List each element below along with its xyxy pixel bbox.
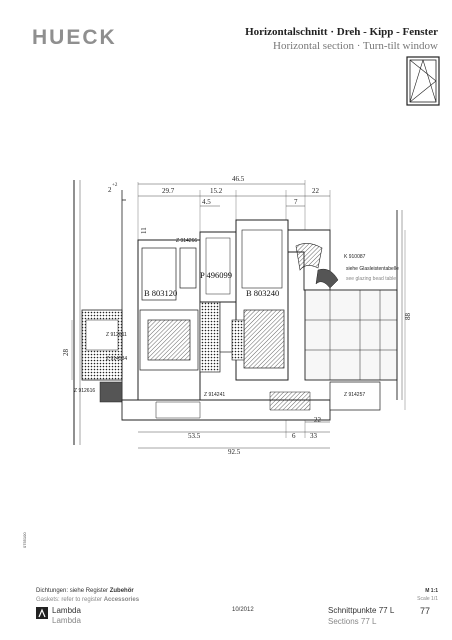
gasket-z-914257: Z 914257: [344, 392, 365, 398]
lambda-logo-icon: [36, 607, 48, 619]
title-english: Horizontal section · Turn-tilt window: [273, 40, 438, 52]
dim-11: 11: [140, 227, 148, 234]
dim-2: 2: [108, 186, 112, 194]
notes-german: Dichtungen: siehe Register Zubehör: [36, 588, 134, 594]
gasket-z-914534: Z 914534: [106, 356, 127, 362]
dim-46-5: 46.5: [232, 175, 245, 183]
glazing-note-en: see glazing bead table: [346, 276, 396, 282]
page-number: 77: [420, 606, 431, 616]
dim-22-bottom: 22: [314, 416, 322, 424]
sections-german: Schnittpunkte 77 L: [328, 606, 395, 615]
gasket-z-912616: Z 912616: [74, 388, 95, 394]
profile-b-803120: B 803120: [144, 288, 177, 298]
scale-english: Scale 1/1: [417, 596, 438, 602]
dim-4-5: 4.5: [202, 198, 211, 206]
horizontal-section-drawing: 46.5 29.7 15.2 22 4.5 7 11 2 +2 28 88 22…: [62, 175, 412, 456]
dim-29-7: 29.7: [162, 187, 175, 195]
dim-7: 7: [294, 198, 298, 206]
dim-6: 6: [292, 432, 296, 440]
gasket-k-910087: K 910087: [344, 254, 366, 260]
lambda-name-en: Lambda: [52, 616, 81, 625]
gasket-z-914266: Z 914266: [176, 238, 197, 244]
scale-german: M 1:1: [425, 588, 438, 594]
dim-plus2: +2: [112, 183, 118, 188]
notes-english: Gaskets: refer to register Accessories: [36, 597, 140, 603]
dim-28: 28: [62, 349, 70, 357]
turn-tilt-window-icon: [406, 56, 440, 106]
dim-53-5: 53.5: [188, 432, 201, 440]
side-code: 0755100: [22, 532, 27, 548]
profile-b-803240: B 803240: [246, 288, 279, 298]
dim-22-top: 22: [312, 187, 320, 195]
dim-15-2: 15.2: [210, 187, 223, 195]
lambda-name-de: Lambda: [52, 606, 81, 615]
hueck-logo: HUECK: [32, 26, 117, 49]
gasket-z-914241: Z 914241: [204, 392, 225, 398]
title-german: Horizontalschnitt · Dreh - Kipp - Fenste…: [245, 26, 438, 38]
glazing-note-de: siehe Glasleistentabelle: [346, 266, 399, 272]
profile-p-496099: P 496099: [200, 270, 232, 280]
dim-33: 33: [310, 432, 318, 440]
sections-english: Sections 77 L: [328, 617, 377, 626]
dim-88: 88: [404, 313, 412, 321]
document-date: 10/2012: [232, 607, 254, 613]
gasket-z-912611: Z 912611: [106, 332, 127, 338]
dim-92-5: 92.5: [228, 448, 241, 456]
